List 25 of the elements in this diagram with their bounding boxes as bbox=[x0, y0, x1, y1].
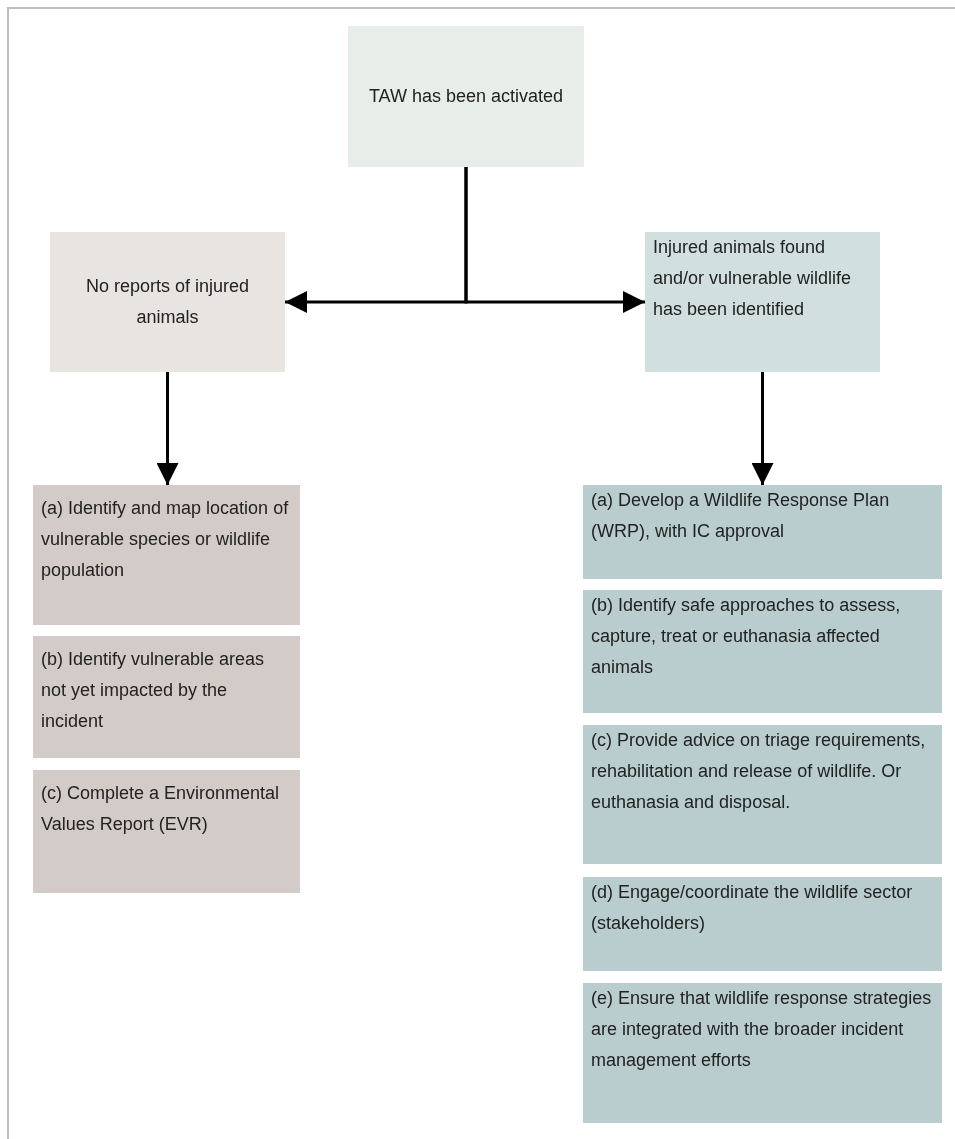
box-text: (b) Identify safe approaches to assess, capture, treat or euthanasia affected animals bbox=[591, 594, 902, 679]
process-box bbox=[33, 636, 300, 758]
box-text: (b) Identify vulnerable areas not yet impacted by the incident bbox=[41, 648, 266, 733]
arrow bbox=[464, 167, 645, 313]
process-box bbox=[33, 770, 300, 893]
process-box bbox=[583, 485, 942, 579]
box-text: Injured animals found and/or vulnerable wildlife has been identified bbox=[653, 236, 853, 321]
process-box bbox=[583, 877, 942, 971]
process-box bbox=[33, 485, 300, 625]
box-text: (e) Ensure that wildlife response strategies are integrated with the broader incident management efforts bbox=[591, 987, 933, 1072]
arrow bbox=[751, 372, 774, 485]
process-box bbox=[645, 232, 880, 372]
process-box bbox=[583, 725, 942, 864]
process-box bbox=[583, 983, 942, 1123]
process-box bbox=[50, 232, 285, 372]
box-text: (a) Develop a Wildlife Response Plan (WRP), with IC approval bbox=[591, 489, 891, 543]
box-text: (c) Provide advice on triage requirements, rehabilitation and release of wildlife. Or euthanasia and disposal. bbox=[591, 729, 927, 814]
box-text: TAW has been activated bbox=[368, 85, 564, 108]
box-text: No reports of injured animals bbox=[84, 275, 251, 329]
box-text: (d) Engage/coordinate the wildlife sector (stakeholders) bbox=[591, 881, 914, 935]
box-text: (c) Complete a Environmental Values Report (EVR) bbox=[41, 782, 281, 836]
process-box bbox=[348, 26, 584, 167]
process-box bbox=[583, 590, 942, 713]
arrow bbox=[156, 372, 179, 485]
box-text: (a) Identify and map location of vulnerable species or wildlife population bbox=[41, 497, 290, 582]
